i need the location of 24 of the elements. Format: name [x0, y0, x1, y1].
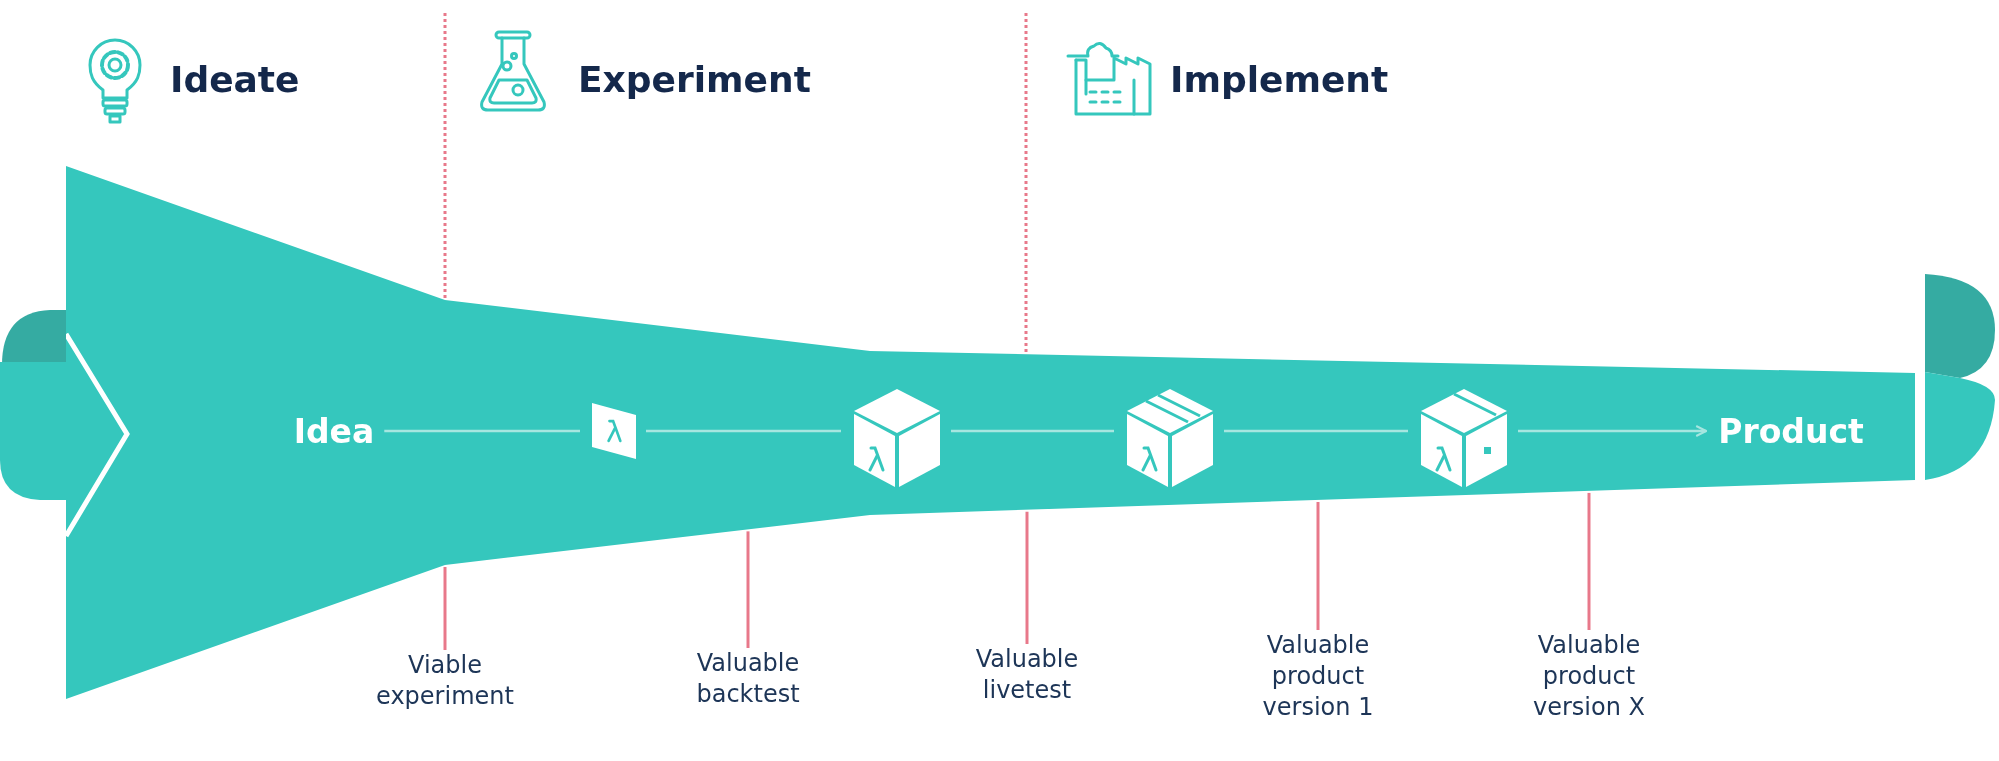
leader-line	[746, 531, 750, 648]
leader-line	[443, 567, 447, 650]
package-box-icon	[853, 389, 941, 487]
stage-label: Product	[1718, 411, 1864, 451]
package-box-icon	[1126, 389, 1214, 487]
stage-heading: Experiment	[578, 58, 811, 100]
connector-line	[646, 429, 841, 433]
milestone-label: Valuable product version 1	[1238, 630, 1398, 723]
milestone-label: Viable experiment	[365, 650, 525, 712]
stage-heading: Implement	[1170, 58, 1389, 100]
stage-label: Idea	[293, 411, 375, 451]
leader-line	[1316, 502, 1320, 630]
leader-line	[1587, 492, 1591, 630]
package-box-icon	[1420, 389, 1508, 487]
connector-line	[951, 429, 1114, 433]
stage-heading: Ideate	[170, 58, 300, 100]
milestone-label: Valuable livetest	[947, 644, 1107, 706]
connector-line	[1224, 429, 1408, 433]
milestone-label: Valuable product version X	[1509, 630, 1669, 723]
lambda-card-icon	[592, 403, 636, 459]
leader-line	[1025, 511, 1029, 644]
connector-line	[384, 429, 580, 433]
arrow	[1518, 425, 1708, 437]
milestone-label: Valuable backtest	[668, 648, 828, 710]
